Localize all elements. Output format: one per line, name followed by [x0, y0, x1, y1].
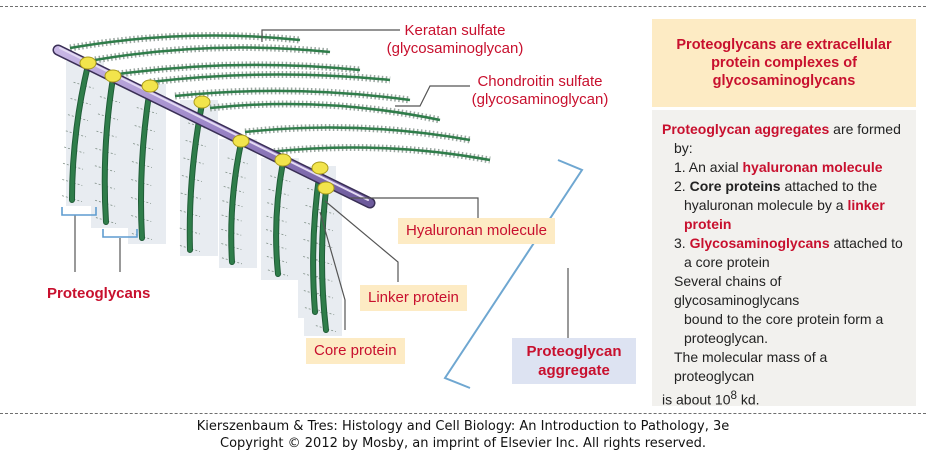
proteoglycans-label: Proteoglycans: [47, 285, 151, 302]
chondroitin-subtitle: (glycosaminoglycan): [471, 91, 609, 108]
glycosaminoglycan-chain: [269, 146, 491, 162]
top-dashed-border: [0, 6, 926, 7]
item-3: 3. Glycosaminoglycans attached to: [674, 235, 903, 251]
leader-chondroitin: [395, 85, 470, 107]
para-1-line-1: Several chains of glycosaminoglycans: [674, 273, 800, 308]
linker-protein-shape: [104, 69, 122, 83]
core-proteins: [69, 62, 329, 333]
glycosaminoglycan-chain: [149, 73, 391, 84]
linker-protein-shape: [311, 161, 329, 175]
glycosaminoglycan-chain: [69, 34, 301, 50]
glycosaminoglycan-chain: [94, 46, 331, 62]
glycosaminoglycan-chain: [209, 102, 441, 122]
linker-protein-shape: [141, 79, 159, 93]
linker-protein-shape: [79, 56, 97, 70]
para-1-line-3: proteoglycan.: [684, 330, 769, 346]
aggregate-line-2: aggregate: [538, 362, 610, 379]
leader-core: [319, 211, 346, 330]
item-3-line-2: a core protein: [684, 254, 770, 270]
leader-lines: [74, 29, 569, 338]
glycosaminoglycan-chains: [61, 32, 491, 332]
aggregate-line-1: Proteoglycan: [526, 343, 622, 360]
by-line: by:: [674, 140, 693, 156]
leader-linker: [324, 200, 399, 282]
keratan-sulfate-label: Keratan sulfate (glycosaminoglycan): [360, 22, 550, 58]
glycosaminoglycan-chain: [174, 89, 411, 102]
keratan-name: Keratan sulfate: [404, 22, 506, 39]
footer-citation: Kierszenbaum & Tres: Histology and Cell …: [196, 419, 730, 434]
leader-hyaluronan: [350, 197, 479, 220]
chondroitin-name: Chondroitin sulfate: [477, 73, 603, 90]
linker-protein-shape: [193, 95, 211, 109]
footer-copyright: Copyright © 2012 by Mosby, an imprint of…: [220, 436, 706, 451]
proteoglycan-brackets: [61, 207, 138, 238]
item-2-line-3: protein: [684, 216, 732, 232]
intro-line: Proteoglycan aggregates are formed: [662, 121, 901, 137]
item-2: 2. Core proteins attached to the: [674, 178, 878, 194]
item-1: 1. An axial hyaluronan molecule: [674, 159, 883, 175]
para-2-line-2: is about 108 kd.: [662, 389, 760, 408]
linker-protein-shape: [317, 181, 335, 195]
linker-protein-shape: [232, 134, 250, 148]
side-description: Proteoglycan aggregates are formed by: 1…: [652, 110, 916, 408]
hyaluronan-molecule-label: Hyaluronan molecule: [398, 218, 555, 244]
leader-keratan: [261, 29, 400, 42]
linker-protein-shape: [274, 153, 292, 167]
item-2-line-2: hyaluronan molecule by a linker: [684, 197, 885, 213]
proteoglycan-aggregate-label: Proteoglycan aggregate: [512, 338, 636, 384]
side-title: Proteoglycans are extracellular protein …: [652, 19, 916, 107]
keratan-subtitle: (glycosaminoglycan): [386, 40, 524, 57]
glycosaminoglycan-chain: [244, 126, 471, 142]
core-protein-label: Core protein: [306, 338, 405, 364]
footer: Kierszenbaum & Tres: Histology and Cell …: [0, 418, 926, 452]
linker-proteins: [79, 56, 335, 195]
glycosaminoglycan-chain: [117, 63, 361, 76]
linker-protein-label: Linker protein: [360, 285, 467, 311]
para-2-line-1: The molecular mass of a proteoglycan: [674, 349, 828, 384]
chondroitin-sulfate-label: Chondroitin sulfate (glycosaminoglycan): [455, 73, 625, 109]
bottom-dashed-border: [0, 413, 926, 414]
aggregate-bracket: [443, 159, 584, 389]
para-1-line-2: bound to the core protein form a: [684, 311, 884, 327]
